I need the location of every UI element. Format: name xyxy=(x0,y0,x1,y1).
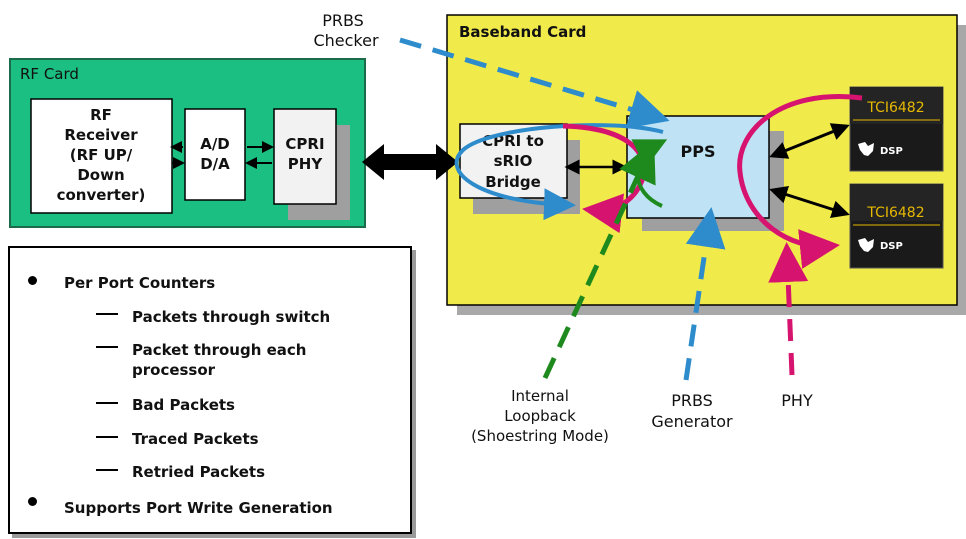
svg-text:RF: RF xyxy=(90,106,112,124)
dash-icon xyxy=(96,436,118,438)
rf-card-title: RF Card xyxy=(20,65,79,83)
svg-text:Receiver: Receiver xyxy=(64,126,138,144)
bullet-icon xyxy=(28,497,37,506)
internal-loopback-label-1: Internal xyxy=(511,387,569,405)
svg-text:Down: Down xyxy=(77,166,124,184)
legend-bullet-1: Per Port Counters xyxy=(64,274,216,292)
dash-icon xyxy=(96,402,118,404)
prbs-generator-label-2: Generator xyxy=(651,412,733,431)
cpri-phy-block: CPRI PHY xyxy=(273,108,350,220)
dash-icon xyxy=(96,346,118,348)
baseband-card-title: Baseband Card xyxy=(459,23,586,41)
ti-logo-icon xyxy=(858,142,874,156)
prbs-generator-arrow xyxy=(683,207,726,381)
prbs-checker-arrow xyxy=(399,37,670,129)
internal-loopback-label-2: Loopback xyxy=(504,407,576,425)
adda-block: A/D D/A xyxy=(184,108,246,201)
svg-text:CPRI to: CPRI to xyxy=(482,132,544,150)
legend-item: Retried Packets xyxy=(132,463,266,481)
dsp-model-label: TCI6482 xyxy=(866,100,924,116)
legend-item: Bad Packets xyxy=(132,396,235,414)
prbs-loop-blue xyxy=(454,123,664,221)
prbs-generator-label-1: PRBS xyxy=(671,391,713,410)
counters-legend-box: Per Port Counters Packets through switch… xyxy=(8,246,412,534)
svg-text:A/D: A/D xyxy=(200,135,230,153)
dsp-chip-2: TCI6482 DSP xyxy=(849,183,944,269)
phy-label: PHY xyxy=(781,391,813,410)
svg-text:Bridge: Bridge xyxy=(485,173,541,191)
phy-arrow xyxy=(768,242,809,376)
svg-text:DSP: DSP xyxy=(880,146,903,157)
legend-item: processor xyxy=(132,361,216,379)
svg-text:D/A: D/A xyxy=(200,155,230,173)
legend-bullet-2: Supports Port Write Generation xyxy=(64,499,333,517)
bullet-icon xyxy=(28,276,37,285)
svg-text:PHY: PHY xyxy=(288,155,324,173)
svg-text:CPRI: CPRI xyxy=(285,135,324,153)
pps-dsp1-arrow xyxy=(769,123,850,159)
svg-text:sRIO: sRIO xyxy=(494,152,533,170)
svg-text:(RF UP/: (RF UP/ xyxy=(70,146,133,164)
svg-text:PPS: PPS xyxy=(681,142,716,161)
phy-loop-dsp-magenta xyxy=(737,94,863,269)
ti-logo-icon xyxy=(858,238,874,252)
legend-item: Packet through each xyxy=(132,341,307,359)
pps-switch-block: PPS xyxy=(626,115,784,231)
dash-icon xyxy=(96,469,118,471)
rf-receiver-block: RF Receiver (RF UP/ Down converter) xyxy=(30,98,173,214)
dash-icon xyxy=(96,313,118,315)
svg-text:DSP: DSP xyxy=(880,241,903,252)
svg-text:converter): converter) xyxy=(57,186,146,204)
prbs-checker-label-2: Checker xyxy=(313,31,378,50)
prbs-checker-label-1: PRBS xyxy=(322,11,364,30)
internal-loopback-label-3: (Shoestring Mode) xyxy=(471,427,609,445)
dsp-chip-1: TCI6482 DSP xyxy=(849,86,944,172)
legend-item: Packets through switch xyxy=(132,308,331,326)
legend-item: Traced Packets xyxy=(132,430,259,448)
dsp-model-label: TCI6482 xyxy=(866,205,924,221)
pps-dsp2-arrow xyxy=(769,185,850,219)
cpri-link-double-arrow xyxy=(362,144,458,180)
internal-loopback-arrow xyxy=(542,140,656,380)
